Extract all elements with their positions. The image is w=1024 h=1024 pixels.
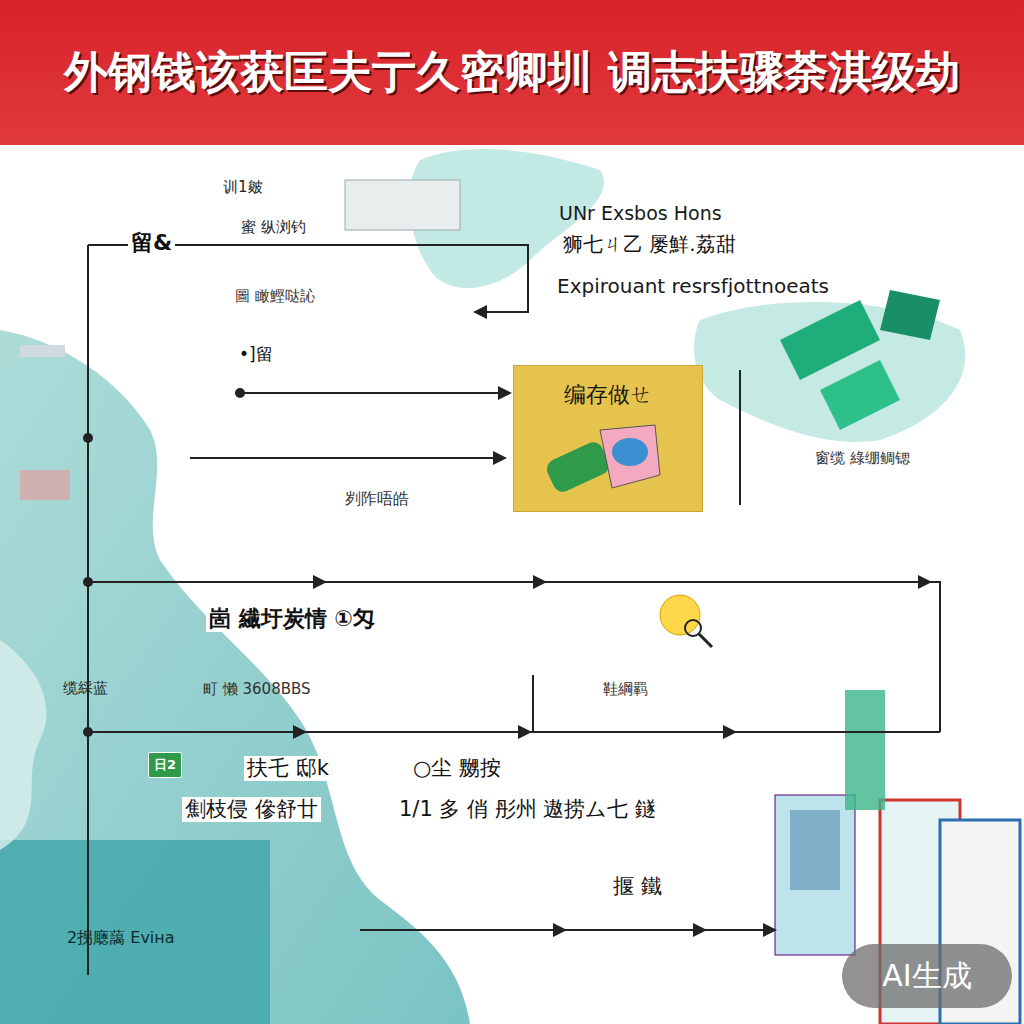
small-picture — [345, 180, 460, 230]
label-text: 扶乇 邸k — [244, 756, 332, 781]
flow-line — [88, 731, 300, 733]
sea-region — [0, 330, 470, 1024]
label-text: 劁枝侵 傪舒廿 — [182, 797, 321, 822]
flow-line — [532, 675, 534, 732]
junction-dot — [83, 577, 93, 587]
label-text: ○尘 嬲按 — [410, 756, 504, 781]
map-marker — [20, 345, 65, 357]
node-text: 编存做ㄝ — [564, 380, 652, 410]
flow-line — [235, 392, 505, 394]
title-band — [0, 0, 1024, 145]
flow-line — [360, 929, 560, 931]
junction-dot — [83, 433, 93, 443]
label-text: •]留 — [236, 344, 276, 364]
flow-line — [730, 731, 940, 733]
label-text: 留& — [128, 230, 175, 256]
map-marker — [20, 470, 70, 500]
flow-line — [88, 581, 320, 583]
label-text: 町 懒 3608BBS — [200, 680, 314, 698]
watermark-pill: AI生成 — [842, 944, 1012, 1008]
trunk-line — [87, 245, 89, 975]
label-text: 刿阼唔皓 — [342, 489, 412, 508]
title-text: 外钢钱该获匡夫亍久密卿圳 调志扶骤荼淇级劫 — [0, 0, 1024, 145]
tag-box: 日2 — [148, 752, 182, 778]
building-window — [790, 810, 840, 890]
flow-line — [190, 457, 500, 459]
label-text: 1/1 多 俏 彤州 遨捞ム七 鐩 — [396, 797, 659, 822]
label-text: 蜜 纵浏钓 — [238, 218, 309, 236]
building — [775, 795, 855, 955]
flow-line — [700, 929, 770, 931]
label-text: UNr Exsbos Hons — [556, 202, 725, 225]
green-bar — [845, 690, 885, 810]
flow-line — [320, 581, 540, 583]
junction-dot — [235, 388, 245, 398]
flow-line — [525, 731, 730, 733]
sea-deep — [0, 840, 270, 1024]
blue-shape — [612, 438, 648, 466]
label-text: 鞋綱羁 — [600, 680, 651, 698]
label-text: 窗缆 綠绷鲷锶 — [812, 449, 913, 467]
label-text: Expirouant resrsfjottnoeats — [554, 274, 832, 298]
magnifier-icon — [685, 620, 701, 636]
node-text: AI生成 — [882, 956, 971, 997]
magnifier-icon — [699, 634, 712, 647]
flow-line — [300, 731, 525, 733]
land-region — [0, 640, 46, 850]
label-text: 圖 瞰鰹哒訫 — [232, 287, 318, 305]
flow-line — [739, 370, 741, 505]
process-box: 编存做ㄝ — [513, 365, 703, 512]
flow-line — [925, 582, 940, 732]
flow-line — [540, 581, 925, 583]
node-text: 日2 — [154, 756, 176, 774]
flow-line — [560, 929, 700, 931]
green-block — [880, 290, 940, 340]
sun-icon — [660, 595, 700, 635]
label-text: 狮七ㄐ乙 屡鮮.荔甜 — [560, 232, 739, 256]
green-block — [820, 360, 900, 430]
junction-dot — [83, 727, 93, 737]
paper-shape — [600, 425, 660, 488]
label-text: 崮 繊圩炭情 ①匁 — [206, 606, 378, 632]
green-shape — [544, 439, 613, 495]
label-text: 缆綵蓝 — [60, 679, 111, 697]
label-text: 揠 鐵 — [610, 874, 665, 899]
label-text: 训1皴 — [220, 178, 266, 196]
label-text: 2拐廰藹 Eviна — [64, 928, 178, 947]
